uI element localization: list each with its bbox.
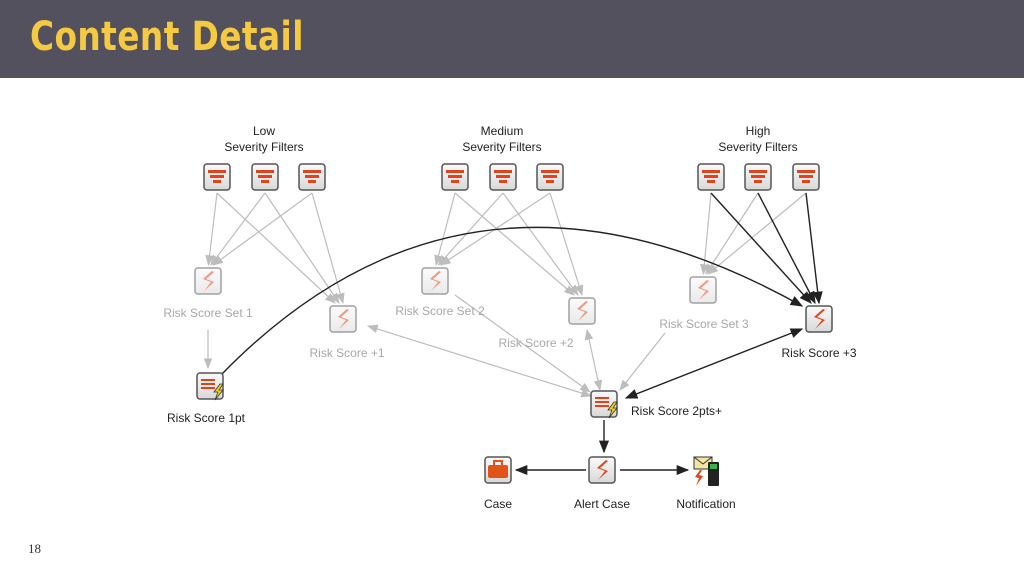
risk-bolt-icon bbox=[597, 460, 608, 480]
group-label-medium-line1: Medium bbox=[481, 124, 524, 138]
edge-arrow bbox=[216, 192, 336, 304]
edge-arrow bbox=[366, 324, 593, 398]
edge-arrow bbox=[707, 192, 807, 275]
risk-bolt-icon bbox=[203, 271, 214, 291]
high-filter-3[interactable] bbox=[792, 163, 820, 191]
label-risk-score-plus-3: Risk Score +3 bbox=[781, 346, 856, 360]
edge-arrow-curve bbox=[221, 226, 804, 375]
edge-arrow bbox=[434, 192, 456, 267]
edge-arrow bbox=[584, 328, 603, 392]
filter-icon bbox=[446, 170, 464, 173]
label-risk-score-set-1: Risk Score Set 1 bbox=[163, 306, 253, 320]
node-risk-score-plus-3[interactable] bbox=[805, 305, 833, 333]
edge-arrow bbox=[502, 192, 579, 296]
filter-icon bbox=[256, 170, 274, 173]
node-risk-score-plus-1[interactable] bbox=[329, 305, 357, 333]
node-case[interactable] bbox=[484, 456, 512, 484]
low-filter-3[interactable] bbox=[298, 163, 326, 191]
group-label-high-line2: Severity Filters bbox=[718, 140, 797, 154]
risk-bolt-icon bbox=[698, 280, 709, 300]
label-risk-score-set-2: Risk Score Set 2 bbox=[395, 304, 485, 318]
edge-arrow bbox=[205, 192, 218, 267]
node-notification[interactable] bbox=[693, 456, 719, 486]
node-risk-score-1pt[interactable] bbox=[196, 372, 224, 401]
edge-arrow bbox=[805, 192, 823, 305]
label-risk-score-1pt: Risk Score 1pt bbox=[167, 411, 246, 425]
filter-icon bbox=[702, 170, 720, 173]
edge-arrow bbox=[212, 192, 313, 266]
edge-arrow bbox=[454, 192, 575, 296]
high-filter-1[interactable] bbox=[697, 163, 725, 191]
nodes bbox=[194, 163, 833, 486]
label-risk-score-plus-2: Risk Score +2 bbox=[498, 336, 573, 350]
filter-icon bbox=[494, 170, 512, 173]
node-alert-case[interactable] bbox=[588, 456, 616, 484]
label-alert-case: Alert Case bbox=[574, 497, 630, 511]
edge-arrow bbox=[619, 332, 666, 391]
labels: Low Severity Filters Medium Severity Fil… bbox=[163, 124, 857, 511]
edge-arrow bbox=[624, 328, 804, 399]
node-risk-score-set-3[interactable] bbox=[689, 276, 717, 304]
label-case: Case bbox=[484, 497, 512, 511]
edge-arrow bbox=[710, 192, 812, 304]
briefcase-icon bbox=[488, 465, 508, 478]
header-bar: Content Detail bbox=[0, 0, 1024, 78]
edges bbox=[203, 192, 823, 476]
label-notification: Notification bbox=[676, 497, 735, 511]
risk-bolt-icon bbox=[338, 309, 349, 329]
page-number: 18 bbox=[28, 541, 41, 556]
page-title: Content Detail bbox=[30, 14, 304, 60]
risk-bolt-icon bbox=[430, 271, 441, 291]
filter-icon bbox=[797, 170, 815, 173]
node-risk-score-set-1[interactable] bbox=[194, 267, 222, 295]
edge-arrow bbox=[549, 192, 584, 297]
edge-arrow bbox=[454, 294, 591, 393]
group-label-low-line1: Low bbox=[253, 124, 275, 138]
node-risk-score-2pts[interactable] bbox=[590, 390, 618, 419]
risk-bolt-icon bbox=[814, 309, 825, 329]
edge-arrow bbox=[705, 192, 759, 275]
risk-bolt-icon bbox=[577, 301, 588, 321]
edge-arrow bbox=[437, 192, 504, 266]
group-label-low-line2: Severity Filters bbox=[224, 140, 303, 154]
edge-arrow bbox=[210, 192, 266, 266]
label-risk-score-plus-1: Risk Score +1 bbox=[309, 346, 384, 360]
edge-arrow bbox=[264, 192, 340, 304]
group-label-high-line1: High bbox=[746, 124, 771, 138]
lightning-icon bbox=[213, 383, 224, 401]
low-filter-1[interactable] bbox=[203, 163, 231, 191]
medium-filter-2[interactable] bbox=[489, 163, 517, 191]
medium-filter-3[interactable] bbox=[536, 163, 564, 191]
high-filter-2[interactable] bbox=[744, 163, 772, 191]
node-risk-score-plus-2[interactable] bbox=[568, 297, 596, 325]
edge-arrow bbox=[757, 192, 816, 305]
filter-icon bbox=[208, 170, 226, 173]
filter-icon bbox=[749, 170, 767, 173]
filter-icon bbox=[303, 170, 321, 173]
group-label-medium-line2: Severity Filters bbox=[462, 140, 541, 154]
low-filter-2[interactable] bbox=[251, 163, 279, 191]
label-risk-score-set-3: Risk Score Set 3 bbox=[659, 317, 749, 331]
edge-arrow bbox=[311, 192, 345, 305]
node-risk-score-set-2[interactable] bbox=[421, 267, 449, 295]
lightning-icon bbox=[607, 401, 618, 419]
label-risk-score-2pts: Risk Score 2pts+ bbox=[631, 404, 722, 418]
filter-icon bbox=[541, 170, 559, 173]
medium-filter-1[interactable] bbox=[441, 163, 469, 191]
